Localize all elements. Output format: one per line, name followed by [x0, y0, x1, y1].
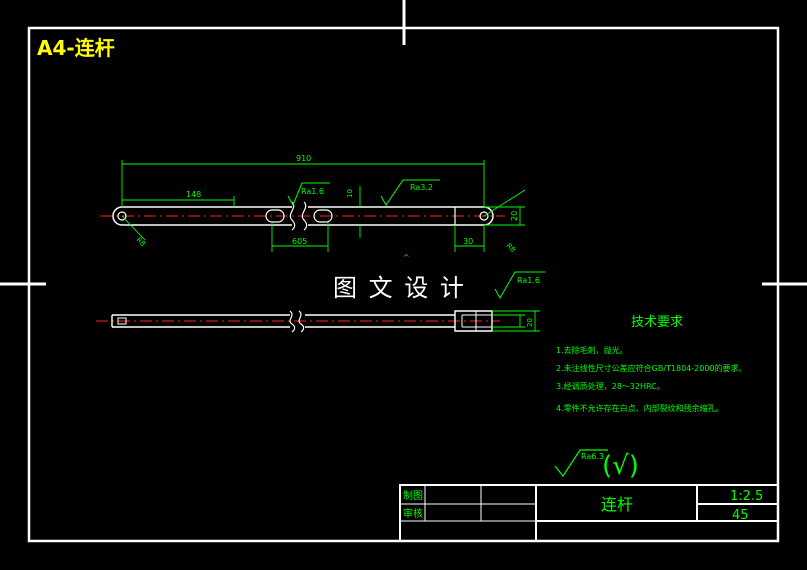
drawn-label: 制图: [403, 489, 423, 502]
dim-height-marker: 10: [346, 189, 354, 198]
ra-general-suffix: (√): [602, 451, 639, 481]
sheet-title: A4-连杆: [37, 36, 115, 60]
top-fork-slot: [461, 314, 492, 328]
top-break-left: [289, 310, 296, 333]
title-block-grid: [400, 485, 536, 522]
requirement-item-1: 1.去除毛刺，抛光。: [556, 345, 628, 355]
ra-symbol-side: [494, 271, 545, 300]
front-slot-left: [265, 209, 285, 223]
ra-side: Ra1.6: [517, 276, 540, 285]
ra-general: Ra6.3: [581, 452, 604, 461]
front-break-right: [301, 201, 308, 231]
front-slot-right: [313, 209, 333, 223]
front-right-hole: [479, 211, 489, 221]
front-view: [100, 201, 505, 231]
material-value: 45: [732, 508, 749, 523]
requirements-heading: 技术要求: [631, 315, 683, 330]
ra-top-left: Ra1.6: [301, 187, 324, 196]
requirement-item-3: 3.经调质处理，28～32HRC。: [556, 381, 665, 391]
watermark-text: 图 文 设 计: [333, 274, 466, 302]
scale-value: 1:2.5: [730, 489, 763, 504]
front-right-end: [483, 206, 494, 226]
dim-right-width: 20: [510, 211, 519, 221]
view-marker-icon: ^: [403, 253, 410, 262]
top-break-right: [298, 310, 305, 333]
front-left-hole: [117, 211, 127, 221]
ra-symbol-left: [287, 182, 330, 207]
dim-side-width: 20: [526, 318, 534, 327]
requirement-item-2: 2.未注线性尺寸公差应符合GB/T1804-2000的要求。: [556, 363, 747, 373]
ra-symbol-right: [380, 179, 440, 206]
part-name: 连杆: [601, 495, 633, 514]
top-left-hole: [117, 317, 127, 325]
ra-top-right: Ra3.2: [410, 183, 433, 192]
title-block: [399, 484, 779, 542]
front-break-left: [289, 201, 296, 231]
top-body-left: [111, 314, 290, 328]
dim-left-offset: 148: [186, 190, 201, 199]
front-left-end: [112, 206, 123, 226]
top-dimensions: [492, 310, 540, 332]
checked-label: 审核: [403, 507, 423, 520]
front-dimensions: [121, 160, 526, 252]
top-body-right: [305, 314, 455, 328]
dim-right-end: 30: [463, 237, 473, 246]
dim-overall-length: 910: [296, 154, 311, 163]
ra-symbol-general: [554, 449, 608, 478]
dim-mid-length: 605: [292, 237, 307, 246]
requirement-item-4: 4.零件不允许存在白点、内部裂纹和残余缩孔。: [556, 403, 724, 413]
